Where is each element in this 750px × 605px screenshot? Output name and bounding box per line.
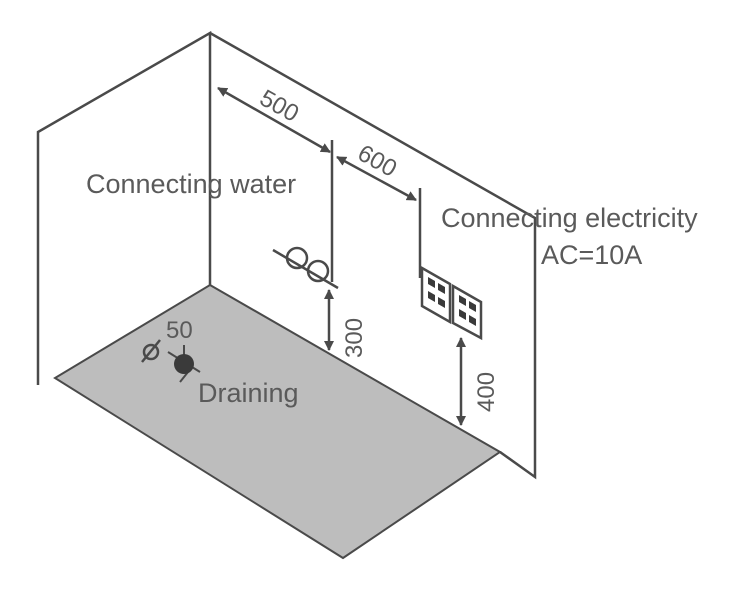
- drain-diameter-label: 50: [166, 317, 193, 344]
- floor: [53, 283, 502, 560]
- dimension-500-arrow: [217, 86, 331, 154]
- dimension-600-arrow: [336, 155, 417, 202]
- electric-socket-icon: [420, 265, 483, 341]
- water-valve-icon: [272, 246, 339, 290]
- label-connecting-electricity: Connecting electricity: [441, 203, 698, 233]
- label-ac-rating: AC=10A: [541, 240, 642, 270]
- label-connecting-water: Connecting water: [86, 169, 296, 199]
- diameter-symbol-icon: [141, 339, 161, 363]
- dimension-600-label: 600: [353, 140, 401, 183]
- dimension-400-label: 400: [473, 372, 500, 412]
- dimension-300-label: 300: [341, 318, 368, 358]
- dimension-500-label: 500: [255, 85, 303, 128]
- drain-icon: [167, 345, 201, 383]
- back-wall: [209, 31, 537, 480]
- left-wall: [36, 30, 212, 385]
- label-draining: Draining: [198, 378, 299, 408]
